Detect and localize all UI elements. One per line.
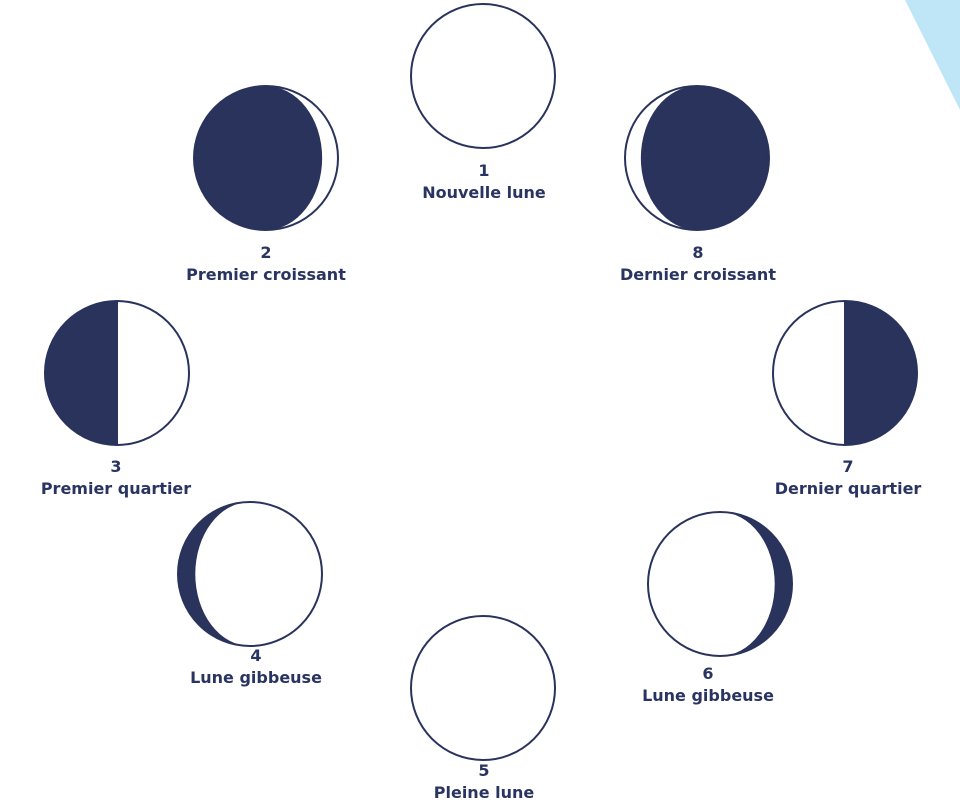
moon-phase-3-icon [45,301,189,445]
moon-phase-2-icon [194,86,338,230]
phase-label-2: 2 Premier croissant [186,242,346,286]
phase-name: Nouvelle lune [422,182,546,204]
phase-name: Dernier croissant [620,264,776,286]
phase-number: 3 [41,456,191,478]
moon-phase-7-icon [773,301,917,445]
phase-name: Premier croissant [186,264,346,286]
corner-accent-shape [905,0,960,110]
phase-label-3: 3 Premier quartier [41,456,191,500]
phase-number: 1 [422,160,546,182]
phase-number: 6 [642,663,774,685]
moon-phase-6-icon [648,512,792,656]
phase-number: 2 [186,242,346,264]
phase-number: 8 [620,242,776,264]
phase-name: Lune gibbeuse [642,685,774,707]
phase-name: Pleine lune [434,782,534,804]
phase-label-4: 4 Lune gibbeuse [190,645,322,689]
phase-name: Dernier quartier [775,478,922,500]
phase-number: 7 [775,456,922,478]
phase-label-5: 5 Pleine lune [434,760,534,804]
phase-name: Premier quartier [41,478,191,500]
phase-number: 5 [434,760,534,782]
phase-label-8: 8 Dernier croissant [620,242,776,286]
moon-phase-1-icon [411,4,555,148]
moon-phase-8-icon [625,86,769,230]
moon-phase-4-icon [178,502,322,646]
moon-phase-5-icon [411,616,555,760]
phase-number: 4 [190,645,322,667]
phase-label-1: 1 Nouvelle lune [422,160,546,204]
phase-name: Lune gibbeuse [190,667,322,689]
phase-label-6: 6 Lune gibbeuse [642,663,774,707]
phase-label-7: 7 Dernier quartier [775,456,922,500]
